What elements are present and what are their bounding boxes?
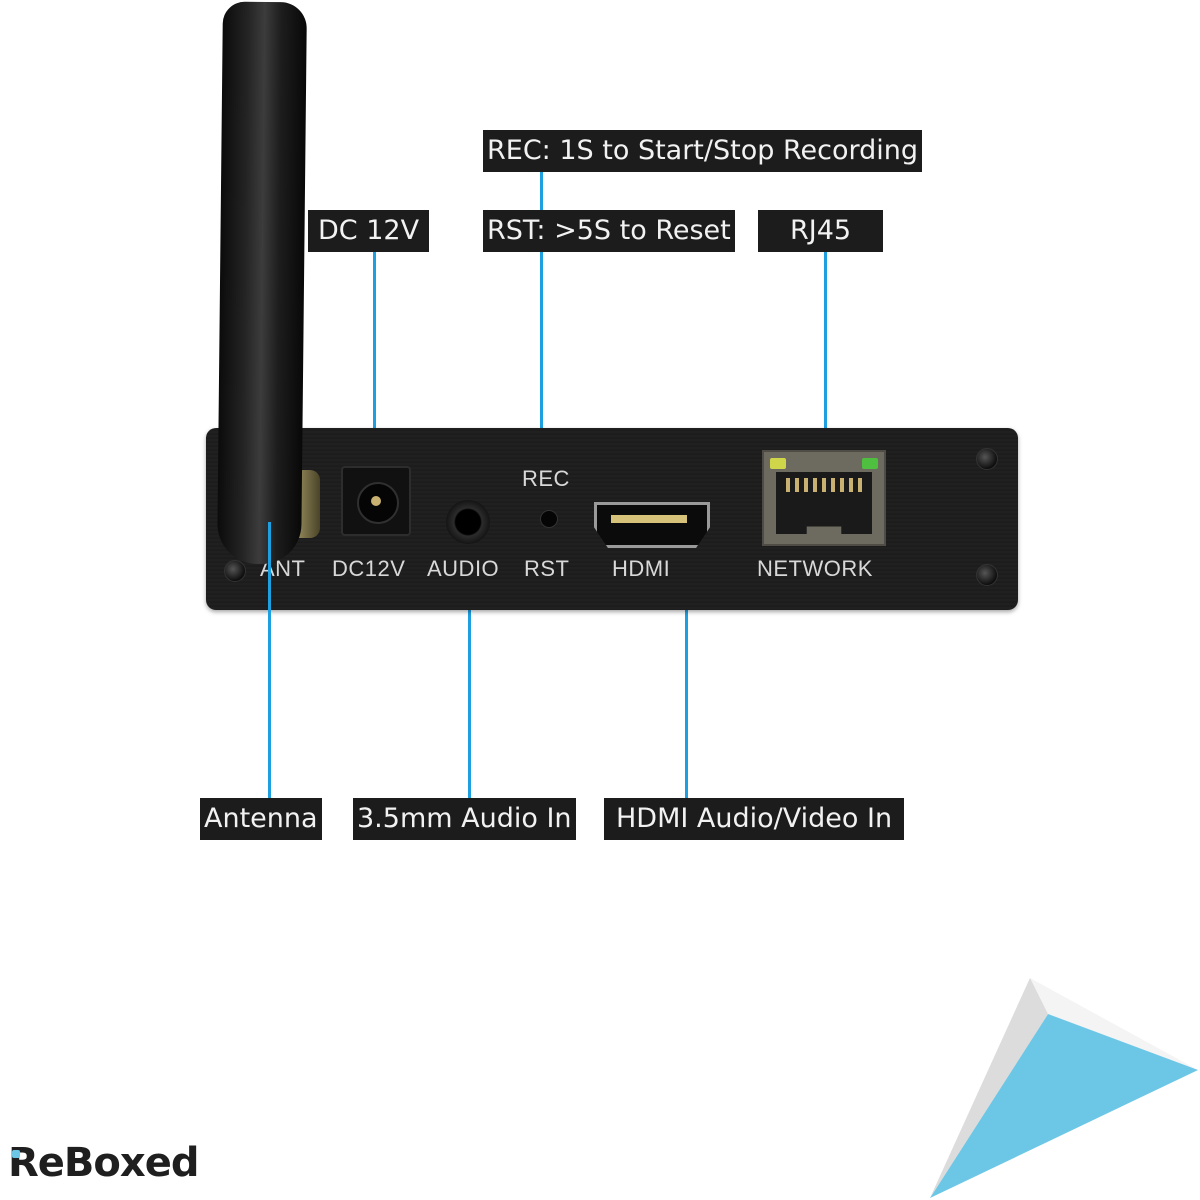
audio-jack-icon xyxy=(446,500,490,544)
panel-label-audio: AUDIO xyxy=(427,556,500,581)
panel-label-rec: REC xyxy=(522,466,570,491)
led-yellow xyxy=(770,458,786,469)
dc-power-jack-icon xyxy=(341,466,411,536)
callout-dc: DC 12V xyxy=(308,210,430,252)
panel-label-dc: DC12V xyxy=(332,556,406,581)
leader-line-rec xyxy=(540,172,543,210)
rj45-port-icon xyxy=(762,450,886,546)
leader-line-rj45 xyxy=(824,252,827,456)
leader-line-rst xyxy=(540,252,543,520)
panel-label-rst: RST xyxy=(524,556,570,581)
leader-line-antenna-overlay xyxy=(268,522,271,798)
leader-line-hdmi xyxy=(685,538,688,798)
leader-line-audio xyxy=(468,520,471,798)
callout-rj45: RJ45 xyxy=(758,210,884,252)
callout-rst: RST: >5S to Reset xyxy=(483,210,735,252)
antenna-icon xyxy=(217,1,307,565)
callout-audio: 3.5mm Audio In xyxy=(353,798,576,840)
led-green xyxy=(862,458,878,469)
screw-icon xyxy=(976,448,998,470)
callout-antenna: Antenna xyxy=(200,798,322,840)
screw-icon xyxy=(976,564,998,586)
brand-logo: ReBoxed xyxy=(8,1140,199,1186)
screw-icon xyxy=(224,560,246,582)
leader-line-dc xyxy=(373,252,376,496)
hdmi-port-icon xyxy=(594,502,710,548)
device-front-panel: ANT DC12V AUDIO REC RST HDMI NETWORK xyxy=(206,428,1018,610)
reset-pinhole-icon xyxy=(540,510,558,528)
panel-label-network: NETWORK xyxy=(757,556,873,581)
callout-hdmi: HDMI Audio/Video In xyxy=(604,798,905,840)
callout-rec: REC: 1S to Start/Stop Recording xyxy=(483,130,922,172)
panel-label-hdmi: HDMI xyxy=(612,556,671,581)
page-curl-icon xyxy=(930,978,1198,1198)
